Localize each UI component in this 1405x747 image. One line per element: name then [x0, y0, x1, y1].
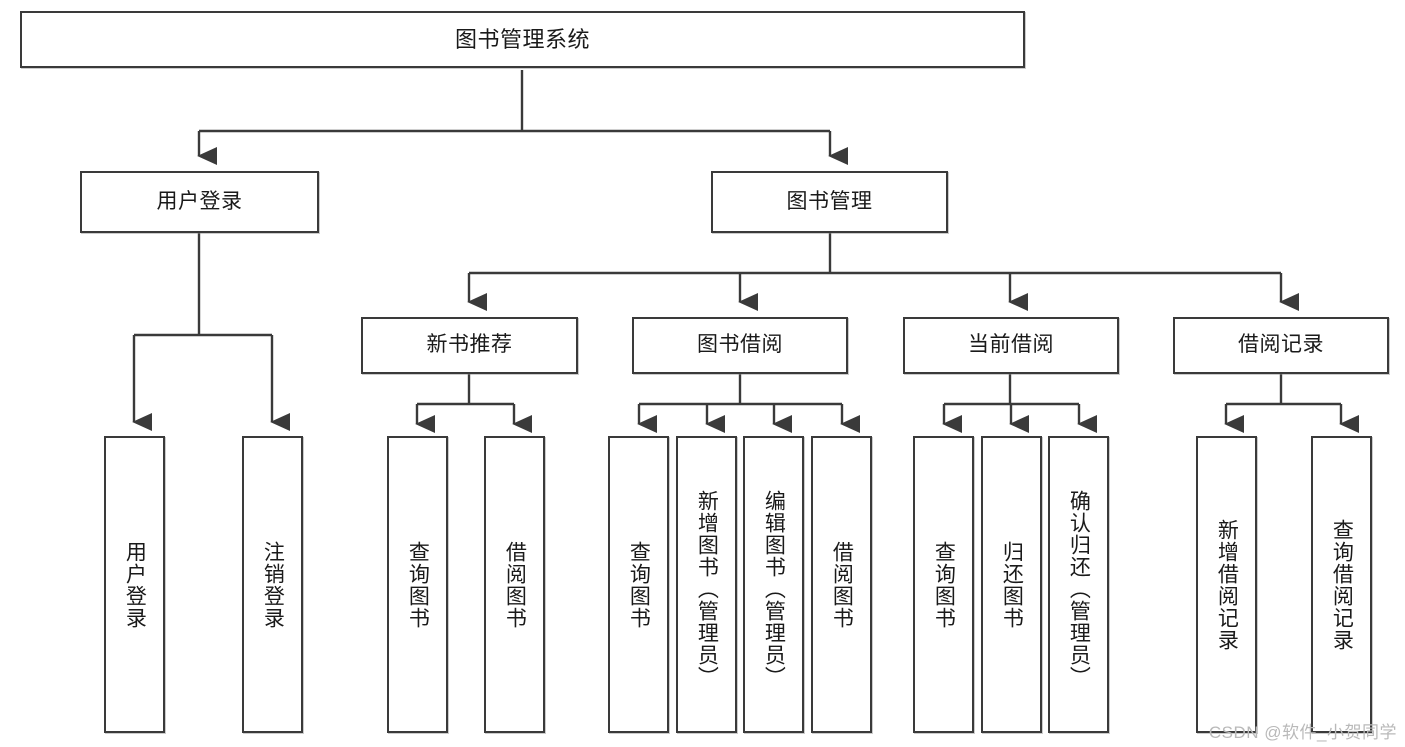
- node-label: 查询图书: [406, 540, 430, 629]
- leaf-query-book-current[interactable]: 查询图书: [913, 436, 974, 733]
- leaf-query-borrow-record[interactable]: 查询借阅记录: [1311, 436, 1372, 733]
- node-borrow-record[interactable]: 借阅记录: [1173, 317, 1389, 374]
- node-current-borrow[interactable]: 当前借阅: [903, 317, 1119, 374]
- node-label: 借阅记录: [1238, 333, 1324, 357]
- node-book-management[interactable]: 图书管理: [711, 171, 948, 233]
- node-new-book-recommend[interactable]: 新书推荐: [361, 317, 578, 374]
- csdn-watermark: CSDN @软件_小贺同学: [1208, 723, 1397, 742]
- node-label: 确认归还（管理员）: [1067, 489, 1091, 688]
- node-label: 归还图书: [1000, 540, 1024, 629]
- node-label: 新书推荐: [426, 333, 513, 357]
- node-label: 图书管理: [786, 189, 873, 213]
- node-label: 用户登录: [156, 189, 243, 213]
- node-label: 新增图书（管理员）: [695, 489, 719, 688]
- node-label: 借阅图书: [830, 540, 854, 629]
- leaf-borrow-book-recommend[interactable]: 借阅图书: [484, 436, 545, 733]
- node-label: 查询借阅记录: [1330, 518, 1354, 651]
- node-root-system[interactable]: 图书管理系统: [20, 11, 1025, 68]
- leaf-edit-book[interactable]: 编辑图书（管理员）: [743, 436, 804, 733]
- node-label: 查询图书: [932, 540, 956, 629]
- leaf-borrow-book-borrow[interactable]: 借阅图书: [811, 436, 872, 733]
- leaf-add-book[interactable]: 新增图书（管理员）: [676, 436, 737, 733]
- leaf-return-book[interactable]: 归还图书: [981, 436, 1042, 733]
- node-user-login[interactable]: 用户登录: [80, 171, 319, 233]
- leaf-query-book-recommend[interactable]: 查询图书: [387, 436, 448, 733]
- leaf-confirm-return[interactable]: 确认归还（管理员）: [1048, 436, 1109, 733]
- node-label: 新增借阅记录: [1215, 518, 1239, 651]
- node-label: 图书管理系统: [454, 26, 590, 52]
- node-label: 注销登录: [261, 540, 285, 629]
- leaf-query-book-borrow[interactable]: 查询图书: [608, 436, 669, 733]
- leaf-user-login[interactable]: 用户登录: [104, 436, 165, 733]
- node-label: 编辑图书（管理员）: [762, 489, 786, 688]
- leaf-add-borrow-record[interactable]: 新增借阅记录: [1196, 436, 1257, 733]
- node-label: 借阅图书: [503, 540, 527, 629]
- node-label: 查询图书: [627, 540, 651, 629]
- node-label: 用户登录: [123, 540, 147, 629]
- node-label: 当前借阅: [968, 333, 1054, 357]
- leaf-logout-login[interactable]: 注销登录: [242, 436, 303, 733]
- node-book-borrow[interactable]: 图书借阅: [632, 317, 848, 374]
- node-label: 图书借阅: [697, 333, 783, 357]
